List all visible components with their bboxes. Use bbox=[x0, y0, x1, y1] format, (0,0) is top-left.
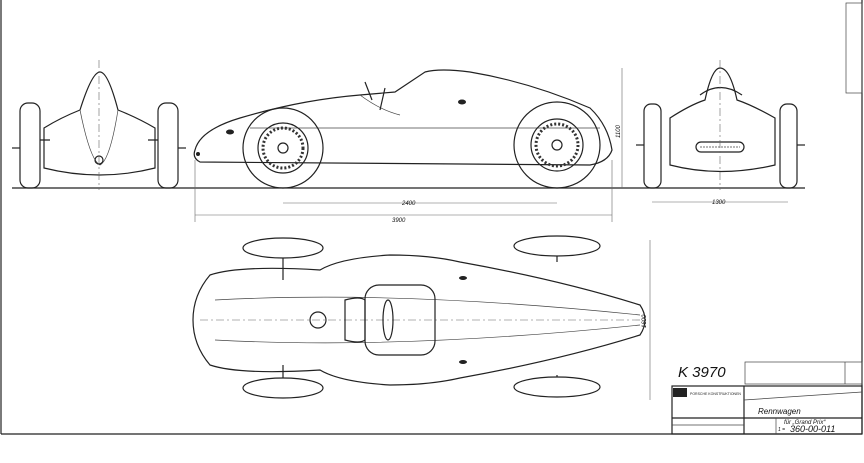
side-view bbox=[193, 68, 623, 222]
dim-overall-length: 3900 bbox=[392, 218, 406, 224]
rear-view bbox=[636, 60, 805, 203]
sheet-frame bbox=[0, 0, 863, 435]
dim-wheelbase: 2400 bbox=[401, 201, 416, 207]
drawing-title: Rennwagen bbox=[758, 407, 801, 416]
drawing-number-label: K 3970 bbox=[678, 364, 726, 381]
title-block bbox=[671, 2, 863, 435]
drawing-subtitle: für „Grand Prix“ bbox=[784, 420, 826, 426]
dim-track: 1300 bbox=[712, 200, 726, 206]
front-view bbox=[12, 60, 186, 190]
dim-width: 1600 bbox=[642, 314, 648, 328]
dim-height: 1100 bbox=[616, 124, 622, 138]
part-number: 360-00-011 bbox=[790, 424, 835, 434]
top-view bbox=[192, 235, 651, 400]
part-prefix: 1 = bbox=[778, 427, 785, 433]
company-stamp: PORSCHE KONSTRUKTIONEN bbox=[690, 392, 741, 396]
